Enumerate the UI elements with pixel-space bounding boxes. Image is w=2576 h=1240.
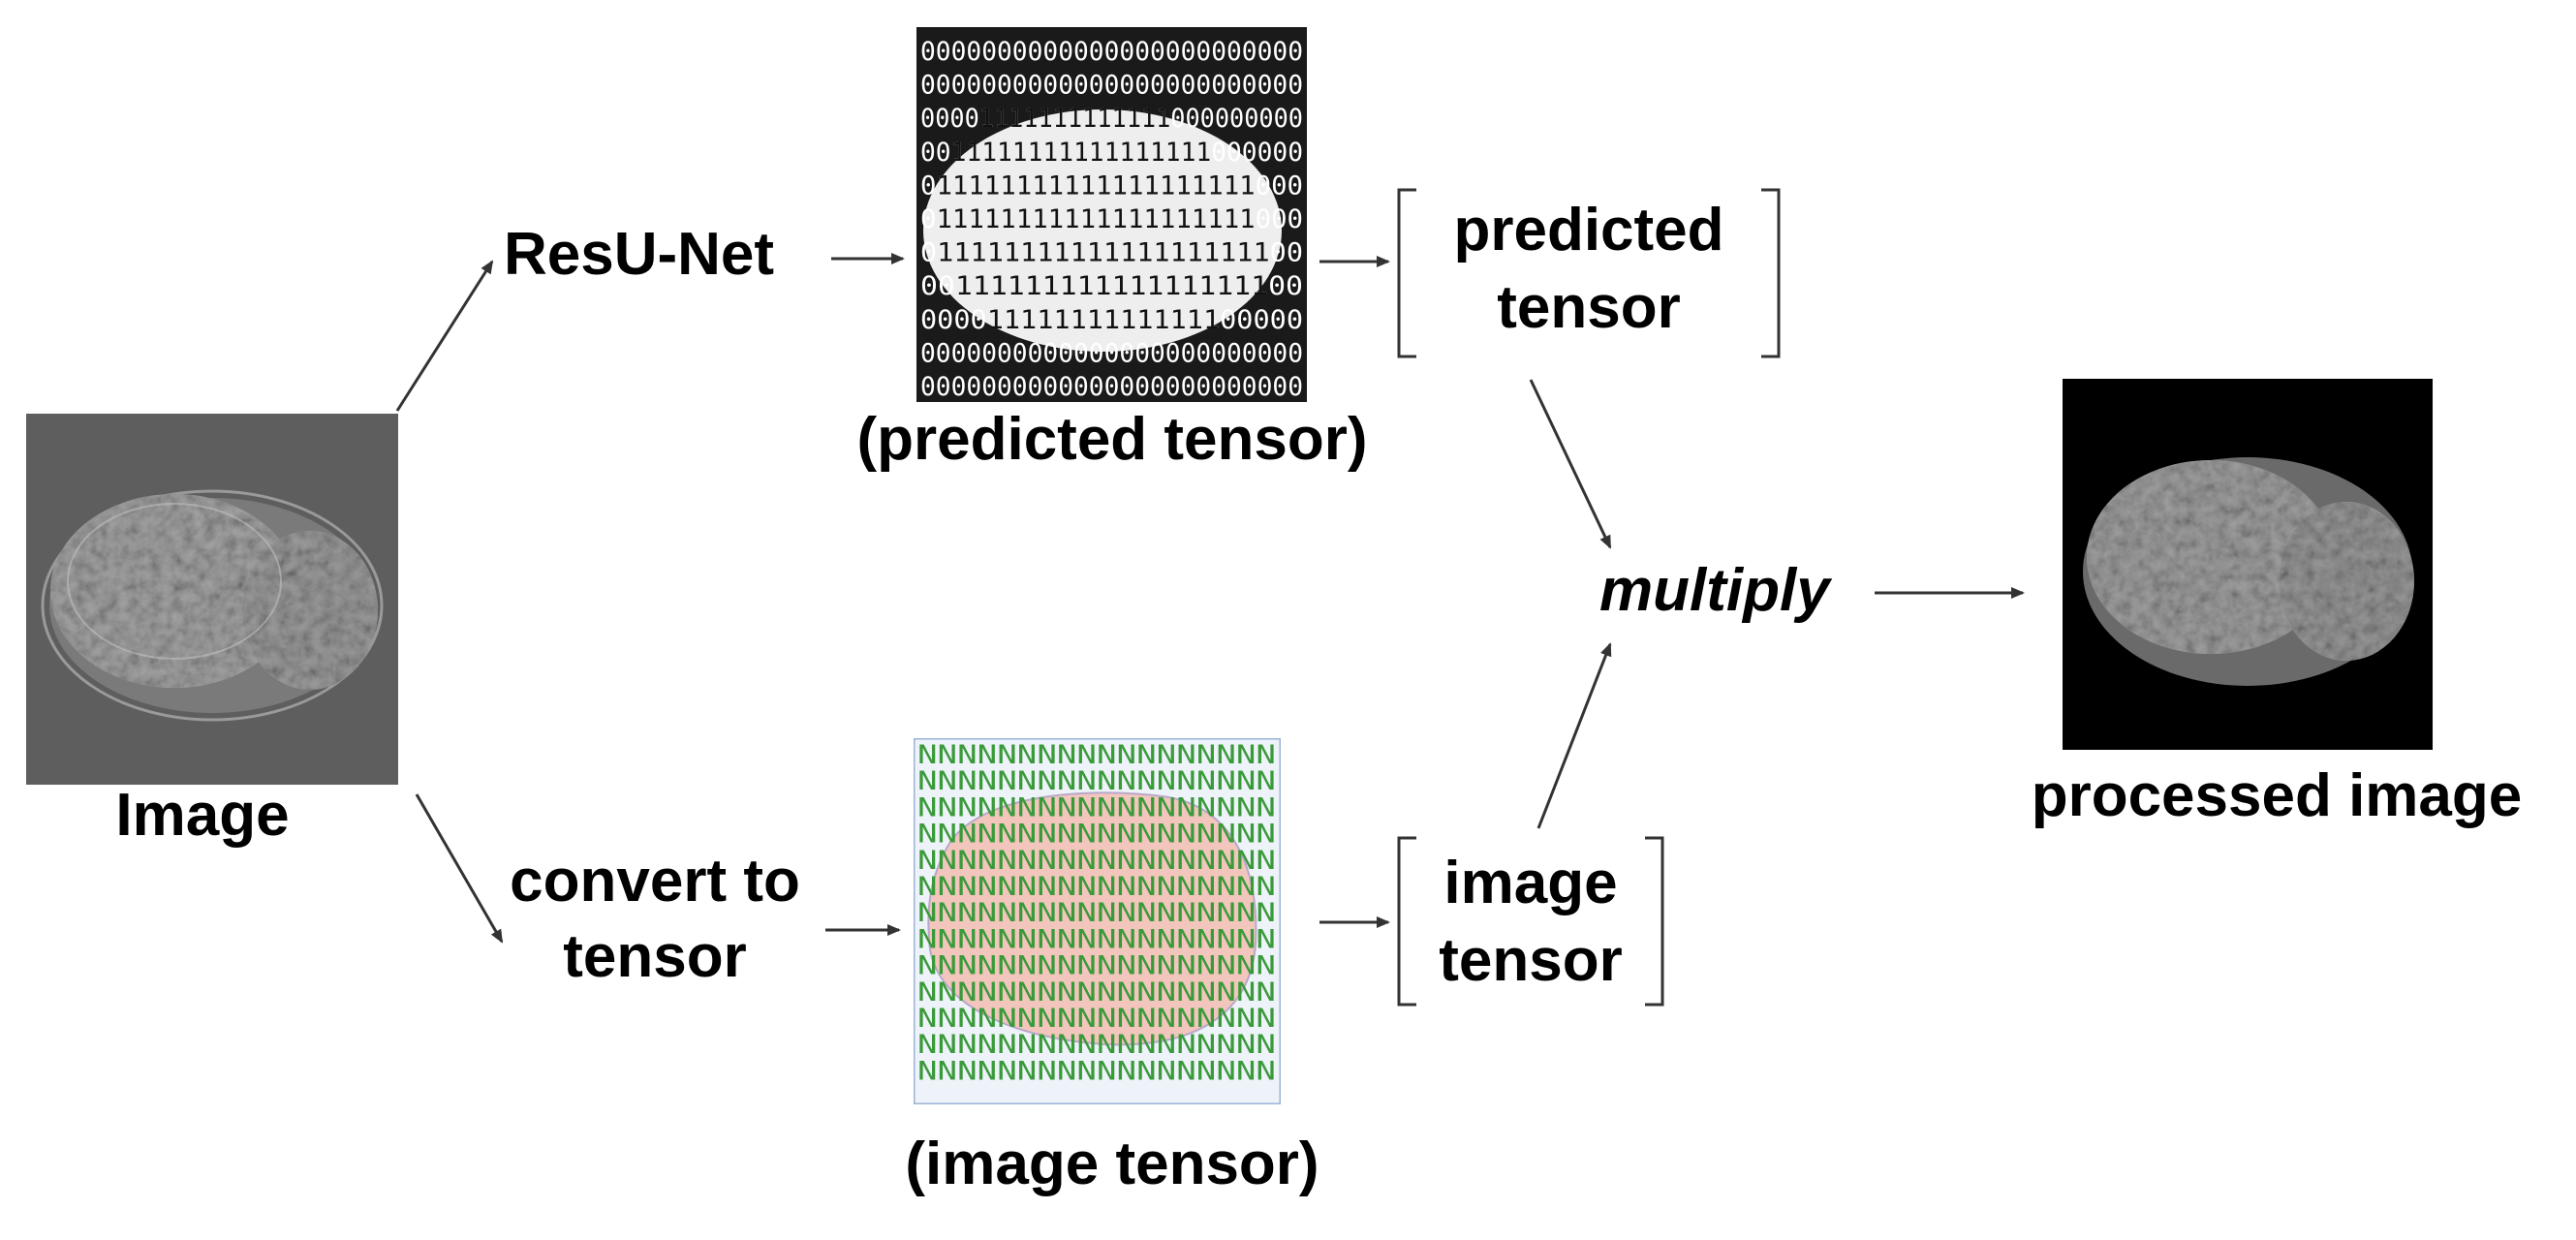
image-matrix-row: NNNNNNNNNNNNNNNNNN — [917, 1004, 1276, 1034]
image-matrix-row: NNNNNNNNNNNNNNNNNN — [917, 898, 1276, 928]
arrow-image-to-resunet — [395, 260, 494, 412]
arrow-predicted-to-multiply — [1529, 379, 1612, 549]
image-matrix-row: NNNNNNNNNNNNNNNNNN — [917, 977, 1276, 1008]
predicted-matrix-row: 0000000000000000000000000 — [920, 372, 1303, 402]
predicted-matrix-ones-row: 11111111111111 — [920, 305, 1303, 335]
image-matrix-row: NNNNNNNNNNNNNNNNNN — [917, 872, 1276, 902]
image-tensor-matrix: NNNNNNNNNNNNNNNNNNNNNNNNNNNNNNNNNNNNNNNN… — [914, 738, 1281, 1104]
image-matrix-row: NNNNNNNNNNNNNNNNNN — [917, 951, 1276, 981]
image-matrix-row: NNNNNNNNNNNNNNNNNN — [917, 1030, 1276, 1060]
predicted-matrix-row: 0000000000000000000000000 — [920, 37, 1303, 67]
input-image-label: Image — [115, 782, 289, 849]
image-matrix-row: NNNNNNNNNNNNNNNNNN — [917, 846, 1276, 876]
image-matrix-row: NNNNNNNNNNNNNNNNNN — [917, 792, 1276, 822]
predicted-tensor-line2: tensor — [1497, 274, 1680, 341]
image-tensor-bracket — [1397, 836, 1664, 1007]
predicted-tensor-line1: predicted — [1453, 197, 1723, 264]
predicted-matrix-row: 0000000000000000000000000 — [920, 71, 1303, 101]
processed-image-label: processed image — [2032, 762, 2523, 829]
predicted-tensor-matrix: 0000000000000000000000000 000000000000000… — [916, 27, 1307, 402]
arrow-image-to-convert — [415, 793, 504, 944]
convert-label-line1: convert to — [510, 848, 800, 914]
predicted-matrix-ones-row: 1111111111111 — [920, 104, 1303, 134]
processed-image — [2063, 379, 2433, 750]
predicted-matrix-ones-row: 111111111111111111 — [920, 271, 1303, 301]
image-matrix-letters: NNNNNNNNNNNNNNNNNNNNNNNNNNNNNNNNNNNNNNNN… — [917, 740, 1276, 1086]
image-tensor-line1: image — [1443, 850, 1617, 916]
image-tensor-caption: (image tensor) — [905, 1131, 1319, 1197]
image-matrix-row: NNNNNNNNNNNNNNNNNN — [917, 820, 1276, 850]
predicted-matrix-ones: 1111111111111 11111111111111111 11111111… — [920, 104, 1303, 335]
predicted-tensor-caption: (predicted tensor) — [856, 406, 1367, 473]
predicted-matrix-ones-row: 11111111111111111111 — [920, 204, 1303, 234]
resunet-label: ResU-Net — [504, 221, 774, 288]
multiply-label: multiply — [1599, 557, 1833, 624]
convert-label-line2: tensor — [563, 923, 746, 990]
image-matrix-row: NNNNNNNNNNNNNNNNNN — [917, 924, 1276, 954]
image-matrix-row: NNNNNNNNNNNNNNNNNN — [917, 1056, 1276, 1086]
predicted-matrix-ones-row: 11111111111111111111 — [920, 170, 1303, 201]
image-matrix-row: NNNNNNNNNNNNNNNNNN — [917, 740, 1276, 770]
image-matrix-row: NNNNNNNNNNNNNNNNNN — [917, 766, 1276, 796]
predicted-tensor-bracket — [1397, 188, 1781, 358]
predicted-matrix-ones-row: 11111111111111111111 — [920, 238, 1303, 268]
arrow-image-tensor-to-multiply — [1536, 642, 1612, 829]
input-microscopy-image — [26, 414, 398, 785]
image-tensor-line2: tensor — [1439, 927, 1622, 994]
predicted-matrix-ones-row: 11111111111111111 — [920, 138, 1303, 168]
